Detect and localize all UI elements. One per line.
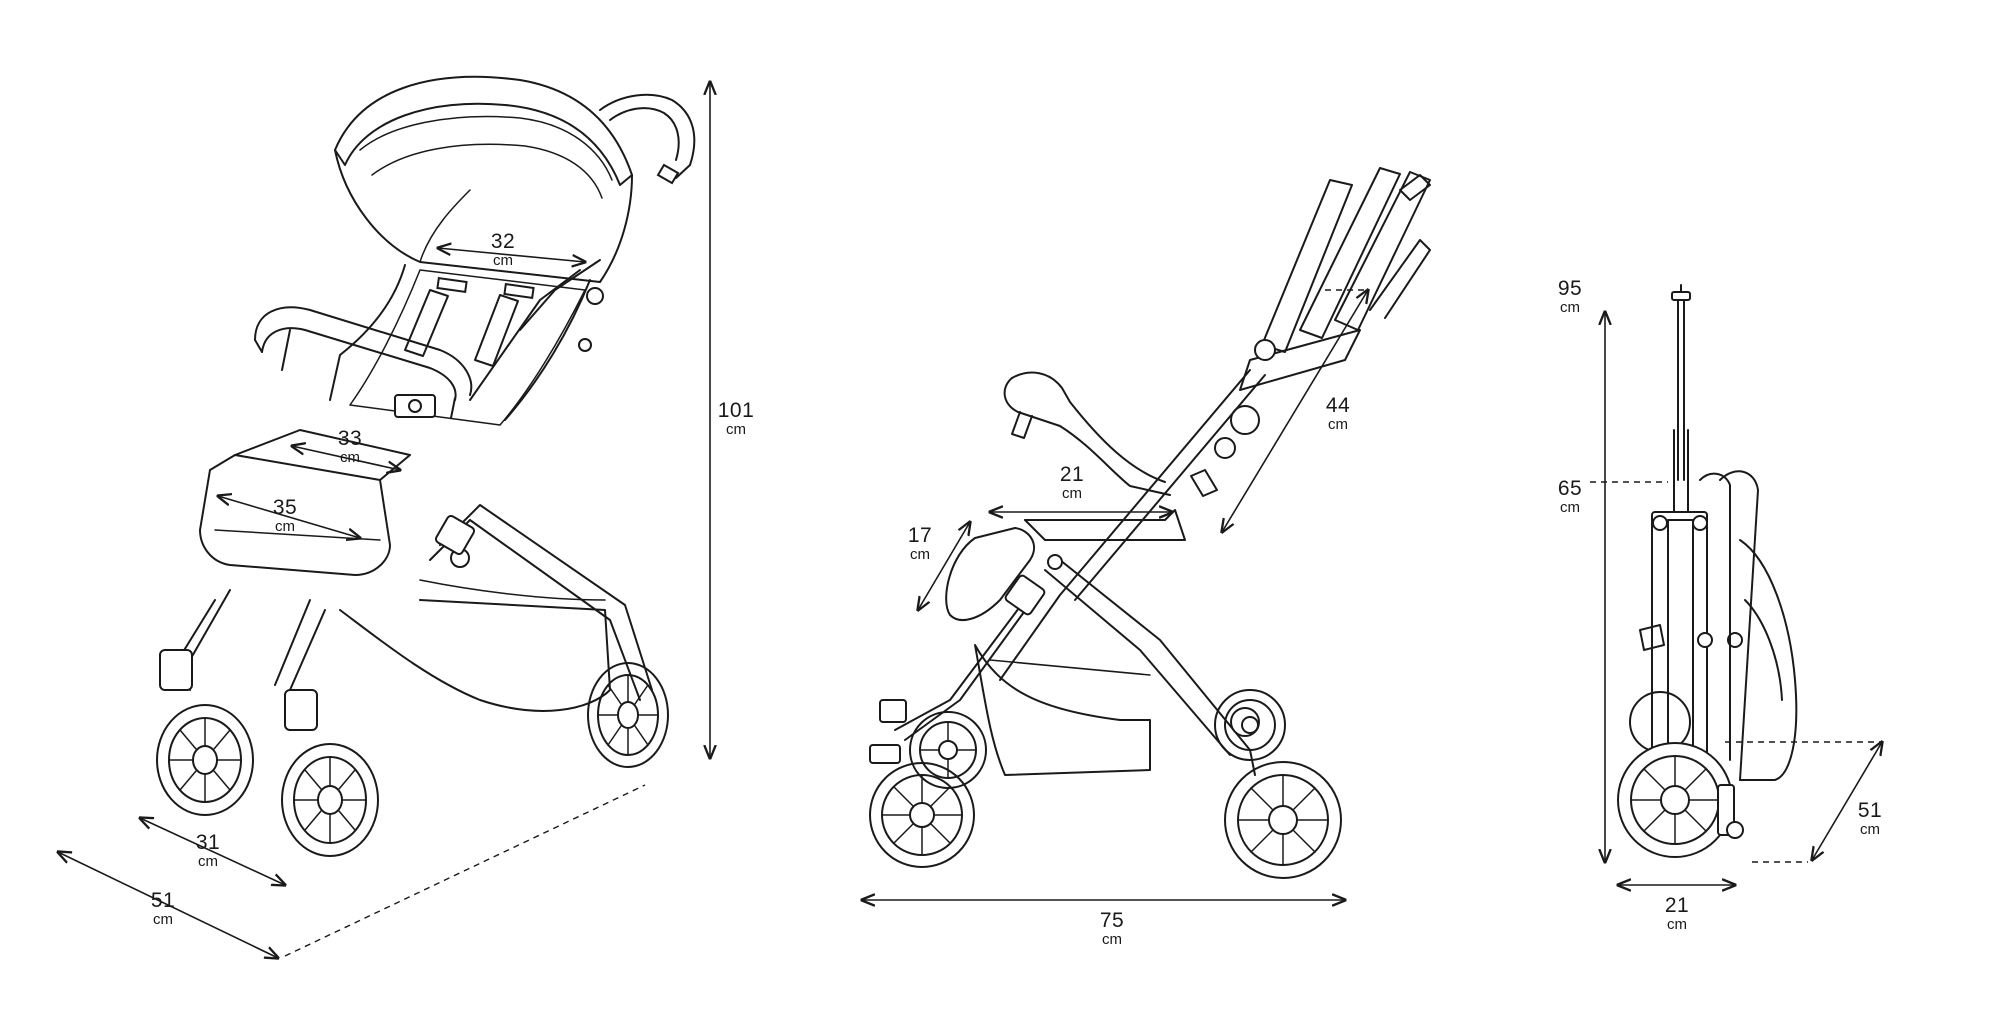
side-front-wheel: [869, 762, 975, 868]
dimension-unit: cm: [198, 853, 218, 870]
dimension-unit: cm: [493, 252, 513, 269]
side-rear-wheel: [1224, 761, 1342, 879]
dimension-unit: cm: [1062, 485, 1082, 502]
dimension-unit: cm: [910, 546, 930, 563]
rear-wheel: [587, 662, 669, 768]
front-seat-depth-label: 33 cm: [330, 428, 370, 465]
dimension-value: 65: [1557, 477, 1583, 500]
dimension-value: 32: [490, 230, 516, 253]
dimension-unit: cm: [1560, 499, 1580, 516]
dimension-unit: cm: [1667, 916, 1687, 933]
dimension-value: 17: [907, 524, 933, 547]
front-footrest-width-label: 35 cm: [265, 497, 305, 534]
folded-depth-label: 51 cm: [1850, 800, 1890, 837]
folded-dimension-lines: [1590, 312, 1882, 885]
dimension-value: 95: [1557, 277, 1583, 300]
side-seat-label: 21 cm: [1052, 464, 1092, 501]
front-left-wheel: [156, 704, 254, 816]
dimension-value: 51: [1857, 799, 1883, 822]
dimension-value: 44: [1325, 394, 1351, 417]
dimension-unit: cm: [275, 518, 295, 535]
folded-height-extended-label: 95 cm: [1550, 278, 1590, 315]
front-dimension-lines: [58, 82, 710, 958]
front-view-stroller: [156, 75, 696, 857]
front-right-wheel: [281, 743, 379, 857]
folded-wheel: [1617, 742, 1733, 858]
side-backrest-label: 44 cm: [1318, 395, 1358, 432]
side-dimension-lines: [862, 290, 1368, 900]
side-rear-small-wheel: [1214, 689, 1286, 761]
dimension-unit: cm: [1102, 931, 1122, 948]
dimension-unit: cm: [1860, 821, 1880, 838]
folded-height-label: 65 cm: [1550, 478, 1590, 515]
dimension-value: 21: [1059, 463, 1085, 486]
dimension-unit: cm: [1328, 416, 1348, 433]
dimension-unit: cm: [153, 911, 173, 928]
front-total-width-label: 51 cm: [143, 890, 183, 927]
dimension-value: 31: [195, 831, 221, 854]
dimension-value: 21: [1664, 894, 1690, 917]
front-height-label: 101 cm: [713, 400, 759, 437]
side-legrest-label: 17 cm: [900, 525, 940, 562]
front-wheelbase-width-label: 31 cm: [188, 832, 228, 869]
side-view-stroller: [869, 167, 1431, 879]
front-seat-width-label: 32 cm: [483, 231, 523, 268]
dimension-value: 35: [272, 496, 298, 519]
dimension-value: 101: [717, 399, 755, 422]
folded-width-label: 21 cm: [1657, 895, 1697, 932]
side-length-label: 75 cm: [1092, 910, 1132, 947]
dimension-value: 51: [150, 889, 176, 912]
folded-stroller: [1617, 284, 1798, 858]
dimension-value: 75: [1099, 909, 1125, 932]
dimension-unit: cm: [1560, 299, 1580, 316]
dimension-value: 33: [337, 427, 363, 450]
dimension-unit: cm: [340, 449, 360, 466]
dimension-unit: cm: [726, 421, 746, 438]
